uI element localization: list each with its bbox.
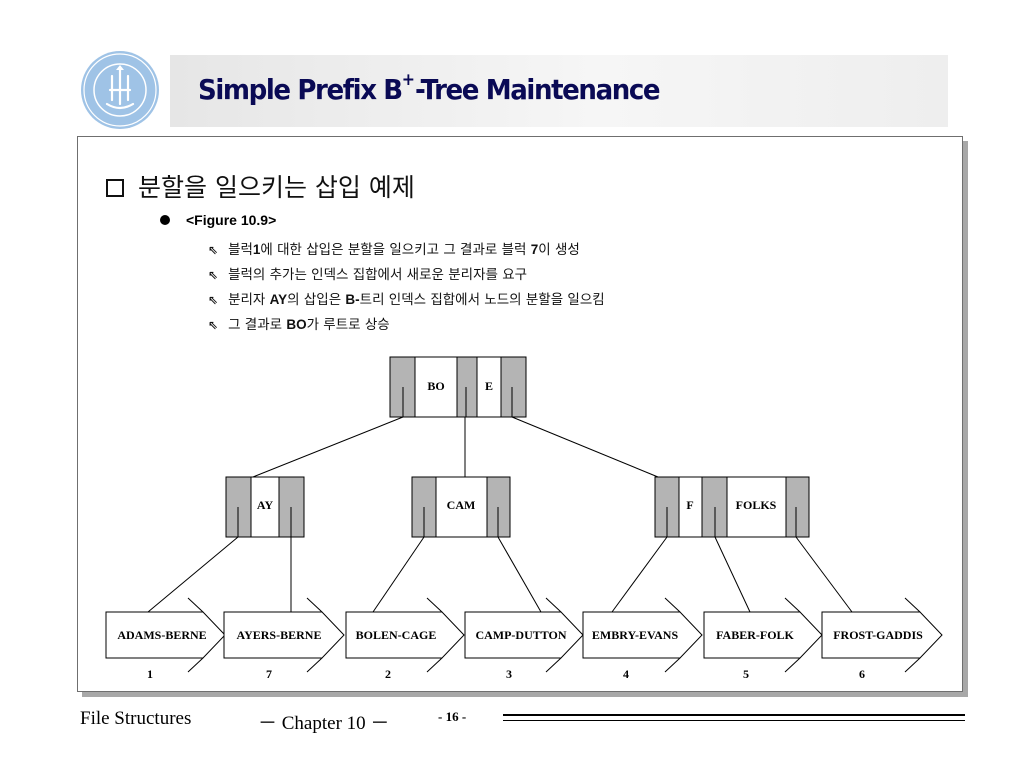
leaf-number: 7 (266, 667, 272, 681)
round-bullet-icon (160, 215, 170, 225)
node-key: FOLKS (736, 498, 777, 512)
node-key: CAM (447, 498, 476, 512)
leaf-label: BOLEN-CAGE (356, 628, 437, 642)
root-key: E (485, 379, 493, 393)
arrow-bullet-icon: ⇖ (208, 243, 219, 257)
leaf-label: FABER-FOLK (716, 628, 794, 642)
node-key: F (686, 498, 693, 512)
leaf-number: 5 (743, 667, 749, 681)
leaf-number: 3 (506, 667, 512, 681)
figure-label: <Figure 10.9> (160, 212, 276, 228)
leaf-label: EMBRY-EVANS (592, 628, 679, 642)
section-heading: 분할을 일으키는 삽입 예제 (106, 168, 415, 204)
bullet-item: ⇖그 결과로 BO가 루트로 상승 (208, 317, 390, 333)
arrow-bullet-icon: ⇖ (208, 318, 219, 332)
arrow-bullet-icon: ⇖ (208, 293, 219, 307)
internal-node: CAM (411, 476, 511, 538)
footer-divider (503, 714, 965, 721)
tree-edges (147, 416, 853, 613)
footer-course: File Structures (80, 708, 192, 729)
page-number: - 16 - (438, 709, 467, 724)
title-bar: Simple Prefix B+-Tree Maintenance (170, 55, 948, 127)
leaf-blocks (105, 597, 943, 673)
university-logo (81, 51, 159, 129)
bullet-item: ⇖블럭1에 대한 삽입은 분할을 일으키고 그 결과로 블럭 7이 생성 (208, 242, 580, 258)
checkbox-bullet-icon (106, 179, 124, 197)
leaf-number: 6 (859, 667, 865, 681)
leaf-number: 1 (147, 667, 153, 681)
leaf-number: 4 (623, 667, 629, 681)
slide-title: Simple Prefix B+-Tree Maintenance (198, 69, 661, 106)
leaf-label: CAMP-DUTTON (475, 628, 566, 642)
root-node: BO E (389, 356, 527, 418)
leaf-label: AYERS-BERNE (237, 628, 322, 642)
bullet-item: ⇖블럭의 추가는 인덱스 집합에서 새로운 분리자를 요구 (208, 267, 528, 283)
internal-node: F FOLKS (654, 476, 810, 538)
root-key: BO (427, 379, 444, 393)
leaf-number: 2 (385, 667, 391, 681)
leaf-label: FROST-GADDIS (833, 628, 923, 642)
arrow-bullet-icon: ⇖ (208, 268, 219, 282)
node-key: AY (257, 498, 274, 512)
bullet-item: ⇖분리자 AY의 삽입은 B-트리 인덱스 집합에서 노드의 분할을 일으킴 (208, 292, 605, 308)
footer-chapter: － Chapter 10 － (258, 713, 390, 734)
internal-node: AY (225, 476, 305, 538)
leaf-label: ADAMS-BERNE (117, 628, 206, 642)
